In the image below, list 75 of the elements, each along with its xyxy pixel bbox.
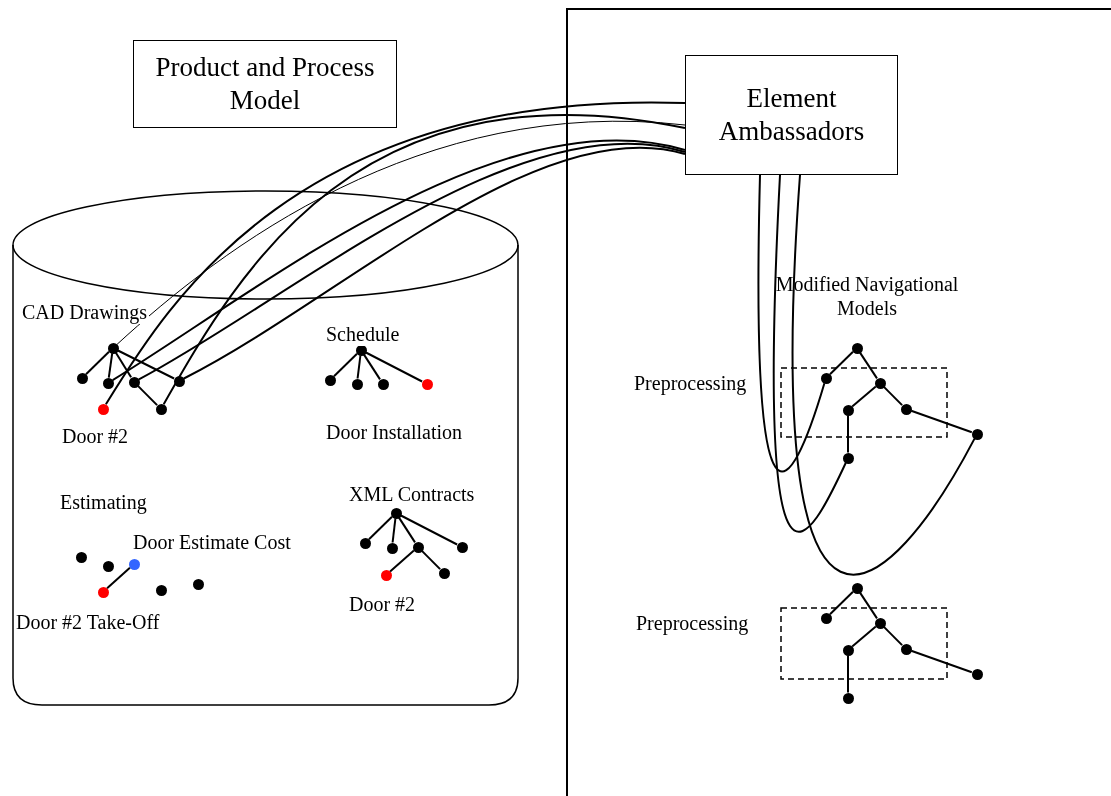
tree-node-dot xyxy=(851,342,863,354)
tree-node-dot xyxy=(192,578,204,590)
branch-line xyxy=(116,349,176,380)
branch-line xyxy=(391,517,397,544)
tree-node-dot xyxy=(76,372,88,384)
branch-line xyxy=(114,351,133,379)
branch-line xyxy=(420,549,442,571)
branch-line xyxy=(399,514,459,546)
tree-node-dot xyxy=(97,403,109,415)
tree-node-dot xyxy=(377,378,389,390)
tree-node-dot xyxy=(438,567,450,579)
tree-node-dot xyxy=(820,372,832,384)
tree-node-dot xyxy=(851,582,863,594)
tree-node-dot xyxy=(900,643,912,655)
branch-line xyxy=(368,515,393,541)
tree-node-dot xyxy=(128,376,140,388)
tree-node-dot xyxy=(155,403,167,415)
branch-line xyxy=(859,351,878,380)
tree-node-dot xyxy=(971,428,983,440)
tree-node-dot xyxy=(380,569,392,581)
tree-node-dot xyxy=(102,560,114,572)
branch-line xyxy=(829,590,854,616)
tree-node-dot xyxy=(900,403,912,415)
tree-node-dot xyxy=(102,377,114,389)
branch-line xyxy=(851,385,877,408)
panel-frame xyxy=(566,8,1111,796)
tree-node-dot xyxy=(842,644,854,656)
branch-line xyxy=(106,566,131,590)
connector-curve xyxy=(116,120,686,345)
tree-node-dot xyxy=(874,617,886,629)
branch-line xyxy=(859,591,878,620)
tree-node-dot xyxy=(128,558,140,570)
dashed-region xyxy=(780,367,948,438)
branch-line xyxy=(829,350,854,376)
branch-line xyxy=(364,351,424,383)
branch-line xyxy=(851,625,877,648)
branch-line xyxy=(333,352,358,378)
tree-node-dot xyxy=(820,612,832,624)
branch-line xyxy=(847,654,849,694)
tree-node-dot xyxy=(386,542,398,554)
model-box: Element Ambassadors xyxy=(685,55,898,175)
tree-node-dot xyxy=(173,375,185,387)
tree-node-dot xyxy=(390,507,402,519)
branch-line xyxy=(136,384,159,407)
tree-node-dot xyxy=(97,586,109,598)
tree-node-dot xyxy=(412,541,424,553)
branch-line xyxy=(847,414,849,454)
connector-curve xyxy=(772,174,847,533)
branch-line xyxy=(107,352,114,379)
tree-node-dot xyxy=(324,374,336,386)
branch-line xyxy=(356,354,362,380)
tree-node-dot xyxy=(155,584,167,596)
tree-node-dot xyxy=(842,404,854,416)
branch-line xyxy=(882,385,904,407)
branch-line xyxy=(910,409,973,434)
branch-line xyxy=(389,549,415,573)
connector-curve xyxy=(757,174,826,473)
branch-line xyxy=(398,516,416,544)
tree-node-dot xyxy=(75,551,87,563)
connector-curve xyxy=(792,174,976,575)
tree-node-dot xyxy=(359,537,371,549)
tree-node-dot xyxy=(971,668,983,680)
dashed-region xyxy=(780,607,948,680)
branch-line xyxy=(882,625,904,647)
tree-node-dot xyxy=(107,342,119,354)
tree-node-dot xyxy=(351,378,363,390)
model-box: Product and Process Model xyxy=(133,40,397,128)
tree-node-dot xyxy=(456,541,468,553)
tree-node-dot xyxy=(842,692,854,704)
tree-node-dot xyxy=(421,378,433,390)
tree-node-dot xyxy=(842,452,854,464)
tree-node-dot xyxy=(874,377,886,389)
branch-line xyxy=(910,649,973,674)
branch-line xyxy=(363,353,381,381)
branch-line xyxy=(85,350,110,376)
